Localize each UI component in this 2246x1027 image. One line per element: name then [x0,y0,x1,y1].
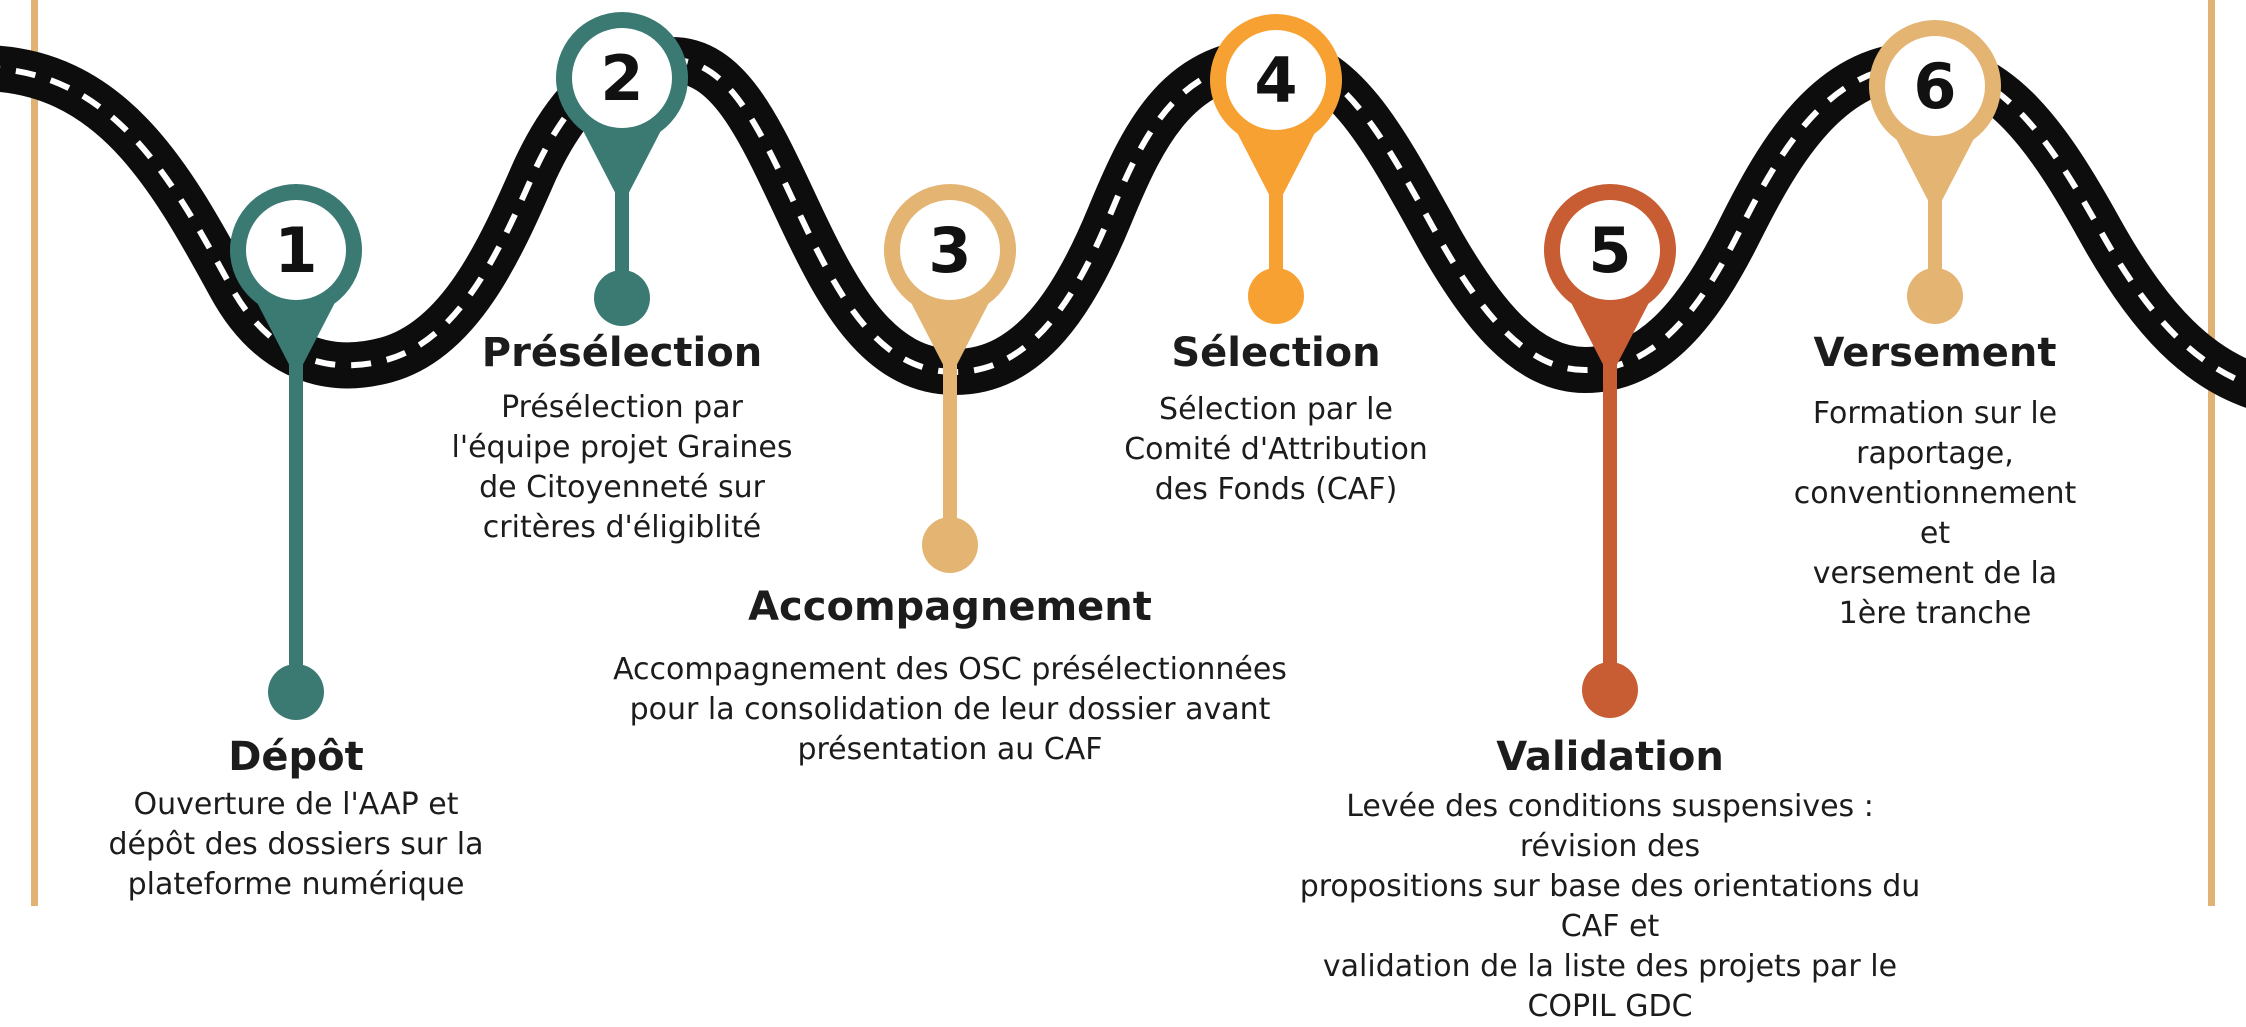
pin-end-dot [268,664,324,720]
pin-number-background [1885,36,1985,136]
pin-end-dot [922,517,978,573]
pin-end-dot [594,270,650,326]
step-1-title: Dépôt [228,734,364,780]
pin-number-background [572,28,672,128]
step-6-title: Versement [1813,330,2057,376]
pin-end-dot [1582,662,1638,718]
frame-right-line [2208,0,2215,906]
step-5-pin: 5 [1544,183,1676,718]
step-number: 1 [274,214,317,287]
step-number: 2 [600,42,643,115]
road-center-line [0,56,2246,387]
pin-number-background [246,200,346,300]
step-1-description: Ouverture de l'AAP et dépôt des dossiers… [108,787,484,902]
step-5-title: Validation [1496,734,1724,780]
step-4-title: Sélection [1171,330,1381,376]
pin-number-background [1560,200,1660,300]
step-3-description: Accompagnement des OSC présélectionnées … [613,652,1287,767]
step-number: 4 [1254,44,1297,117]
step-number: 3 [928,214,971,287]
pin-number-background [900,200,1000,300]
winding-road: 1 2 3 4 5 6 [0,12,2246,720]
step-5-description: Levée des conditions suspensives : révis… [1299,789,1921,1024]
frame-left-line [31,0,38,906]
step-2-pin: 2 [555,12,688,326]
step-6-description: Formation sur le raportage, conventionne… [1793,396,2077,631]
pin-end-dot [1907,268,1963,324]
pin-end-dot [1248,268,1304,324]
step-6-pin: 6 [1869,19,2002,324]
step-2-title: Présélection [481,330,763,376]
step-2-description: Présélection par l'équipe projet Graines… [451,390,793,545]
step-4-pin: 4 [1210,13,1342,324]
step-3-pin: 3 [883,184,1017,573]
step-number: 6 [1913,50,1956,123]
step-1-pin: 1 [230,184,363,720]
pin-number-background [1226,30,1326,130]
step-3-title: Accompagnement [748,584,1152,630]
step-number: 5 [1588,214,1631,287]
step-4-description: Sélection par le Comité d'Attribution de… [1124,392,1428,507]
